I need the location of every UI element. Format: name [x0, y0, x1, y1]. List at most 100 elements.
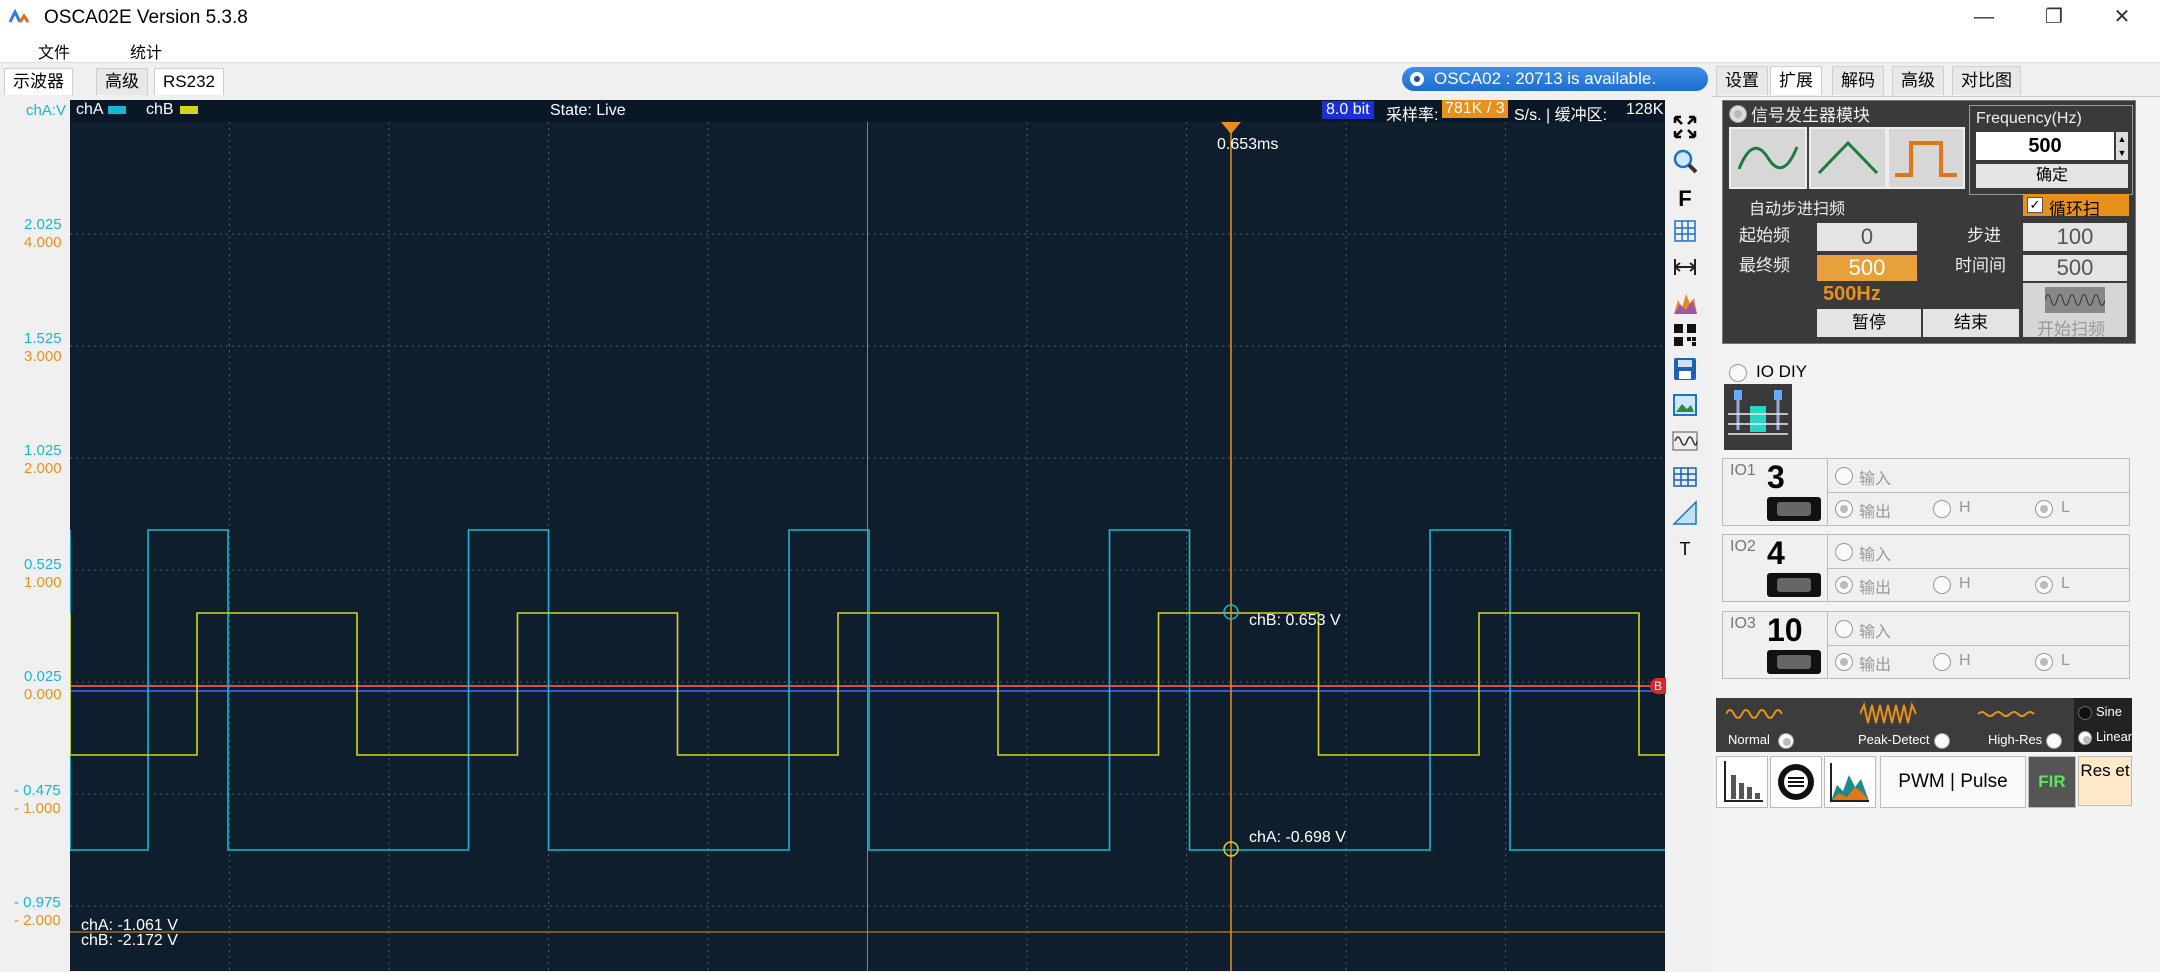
io-low-label: L	[2061, 575, 2070, 592]
current-freq: 500Hz	[1823, 283, 1881, 305]
table-icon[interactable]	[1670, 464, 1700, 494]
io-high-radio[interactable]	[1933, 653, 1951, 671]
chb-y-label: 0.000	[24, 686, 62, 703]
io-high-radio[interactable]	[1933, 500, 1951, 518]
io-diy-radio[interactable]	[1729, 364, 1747, 382]
statistics-button[interactable]	[1716, 756, 1768, 808]
pause-button[interactable]: 暂停	[1817, 309, 1921, 337]
image-icon[interactable]	[1670, 392, 1700, 422]
io-low-label: L	[2061, 652, 2070, 669]
sine-label: Sine	[2096, 704, 2123, 719]
interp-box: Sine Linear	[2074, 698, 2132, 752]
menu-stats[interactable]: 统计	[130, 45, 163, 62]
cha-y-label: - 0.975	[14, 894, 61, 911]
io-high-radio[interactable]	[1933, 576, 1951, 594]
triangle-wave-button[interactable]	[1809, 127, 1887, 189]
scope-header: chA chB State: Live 8.0 bit 采样率: 781K / …	[70, 100, 1665, 124]
chb-swatch	[180, 106, 198, 114]
maximize-button[interactable]: ❐	[2045, 6, 2063, 28]
filter-settings-button[interactable]	[1770, 756, 1822, 808]
wave-icon[interactable]	[1670, 428, 1700, 458]
stop-button[interactable]: 结束	[1923, 309, 2019, 337]
io-input-radio[interactable]	[1835, 620, 1853, 638]
chb-y-label: - 1.000	[14, 800, 61, 817]
scope-display[interactable]	[70, 100, 1665, 971]
hires-label: High-Res	[1988, 732, 2043, 747]
io-low-radio[interactable]	[2035, 576, 2053, 594]
reset-button[interactable]: Res et	[2078, 756, 2132, 806]
fit-icon[interactable]	[1670, 114, 1700, 144]
io-output-radio[interactable]	[1835, 653, 1853, 671]
chb-y-label: 4.000	[24, 234, 62, 251]
fir-button[interactable]: FIR	[2028, 756, 2076, 808]
loop-label: 循环扫	[2049, 200, 2100, 219]
hires-radio[interactable]	[2046, 733, 2062, 749]
start-sweep-button[interactable]: 开始扫频	[2023, 283, 2127, 339]
io-label: IO3	[1730, 615, 1756, 632]
window-title: OSCA02E Version 5.3.8	[44, 7, 248, 28]
f-icon[interactable]: F	[1678, 186, 1692, 211]
frequency-spinner[interactable]: ▲▼	[2116, 132, 2128, 160]
peak-radio[interactable]	[1934, 733, 1950, 749]
menu-file[interactable]: 文件	[38, 45, 71, 62]
io-input-label: 输入	[1859, 624, 1892, 641]
tab-rs232[interactable]: RS232	[154, 68, 224, 95]
io-module-icon[interactable]	[1724, 384, 1792, 450]
io-output-radio[interactable]	[1835, 576, 1853, 594]
io-input-label: 输入	[1859, 547, 1892, 564]
waveform-plot	[70, 122, 1665, 971]
loop-checkbox[interactable]: ✓ 循环扫	[2023, 194, 2129, 219]
cha-y-label: 1.025	[24, 442, 62, 459]
sine-wave-button[interactable]	[1729, 127, 1807, 189]
tab-settings[interactable]: 设置	[1716, 66, 1768, 95]
save-icon[interactable]	[1670, 356, 1700, 386]
tab-compare[interactable]: 对比图	[1952, 66, 2021, 95]
sine-radio[interactable]	[2078, 706, 2092, 720]
tab-extension[interactable]: 扩展	[1770, 66, 1822, 95]
io-low-radio[interactable]	[2035, 500, 2053, 518]
tab-oscilloscope[interactable]: 示波器	[4, 68, 73, 95]
peak-label: Peak-Detect	[1858, 732, 1930, 747]
io-high-label: H	[1959, 499, 1971, 516]
qr-icon[interactable]	[1670, 322, 1700, 352]
peak-wave-icon	[1860, 702, 1917, 724]
time-input[interactable]: 500	[2023, 255, 2127, 281]
end-freq-input[interactable]: 500	[1817, 255, 1917, 281]
square-wave-button[interactable]	[1887, 127, 1965, 189]
siggen-radio[interactable]	[1729, 105, 1747, 123]
update-banner[interactable]: OSCA02 : 20713 is available.	[1402, 67, 1708, 91]
ruler-icon[interactable]	[1670, 500, 1700, 530]
zoom-icon[interactable]	[1670, 148, 1700, 178]
io-pin-number: 4	[1767, 535, 1785, 571]
text-icon[interactable]: T	[1679, 539, 1691, 559]
spectrum-icon[interactable]	[1670, 290, 1700, 320]
step-input[interactable]: 100	[2023, 223, 2127, 251]
frequency-box: Frequency(Hz) 500 ▲▼ 确定	[1969, 105, 2133, 195]
tab-advanced[interactable]: 高级	[96, 68, 148, 95]
connector-icon	[1767, 650, 1821, 674]
frequency-input[interactable]: 500	[1976, 132, 2114, 160]
sweep-label: 自动步进扫频	[1749, 201, 1846, 218]
minimize-button[interactable]: —	[1974, 6, 1994, 28]
io-output-radio[interactable]	[1835, 500, 1853, 518]
pwm-pulse-button[interactable]: PWM | Pulse	[1880, 756, 2026, 808]
close-button[interactable]: ✕	[2113, 6, 2131, 28]
io-input-radio[interactable]	[1835, 543, 1853, 561]
trigger-marker[interactable]: B	[1650, 678, 1666, 694]
io-input-radio[interactable]	[1835, 467, 1853, 485]
tab-advanced-right[interactable]: 高级	[1892, 66, 1944, 95]
io-low-label: L	[2061, 499, 2070, 516]
start-freq-input[interactable]: 0	[1817, 223, 1917, 251]
normal-radio[interactable]	[1778, 733, 1794, 749]
grid-icon[interactable]	[1670, 218, 1700, 248]
linear-radio[interactable]	[2078, 731, 2092, 745]
io-low-radio[interactable]	[2035, 653, 2053, 671]
banner-text: OSCA02 : 20713 is available.	[1434, 69, 1657, 88]
frequency-label: Frequency(Hz)	[1976, 110, 2082, 127]
tab-decode[interactable]: 解码	[1832, 66, 1884, 95]
io-pin-number: 3	[1767, 459, 1785, 495]
bottom-chb-readout: chB: -2.172 V	[81, 932, 178, 949]
measure-icon[interactable]	[1670, 254, 1700, 284]
spectrum-button[interactable]	[1824, 756, 1876, 808]
confirm-button[interactable]: 确定	[1976, 164, 2128, 188]
